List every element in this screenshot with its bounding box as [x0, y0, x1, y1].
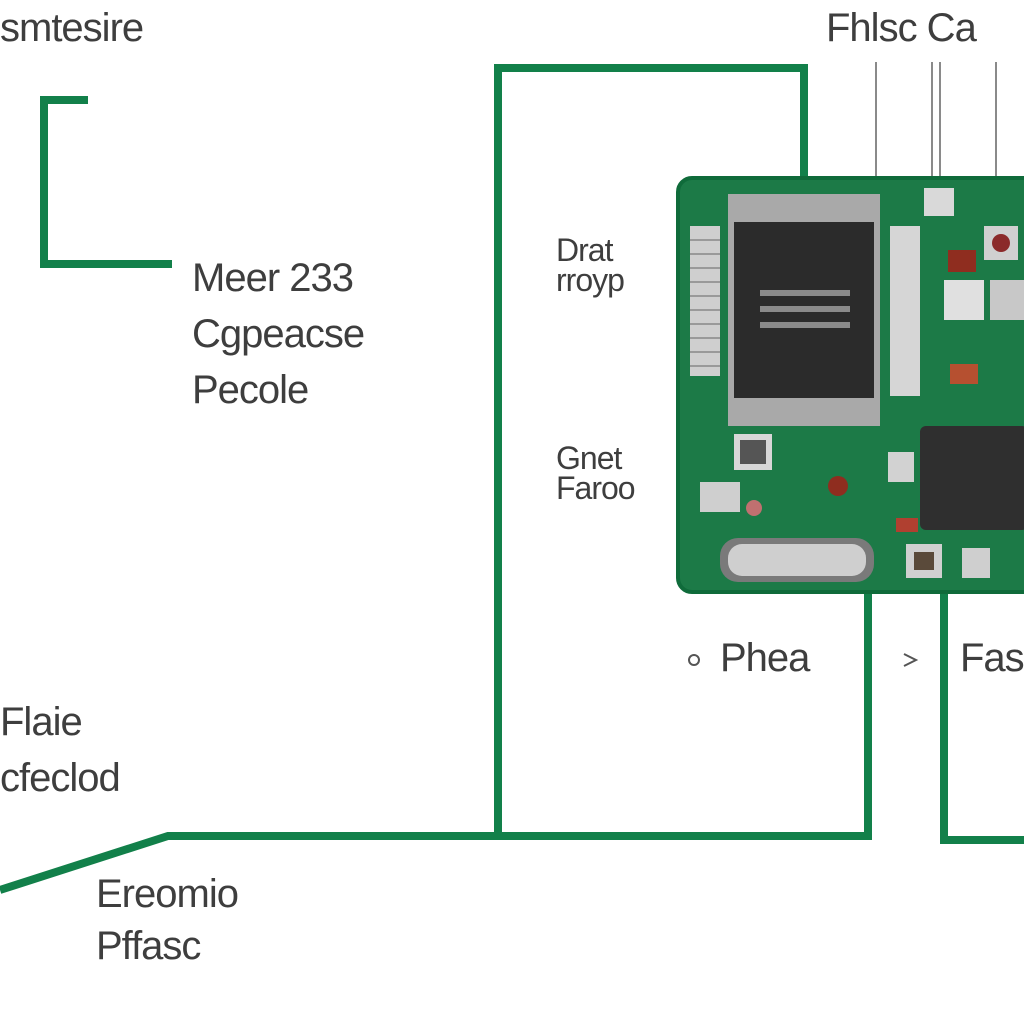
label-center-lower-2: Faroo [556, 470, 636, 506]
label-mid-left-1: Meer 233 [192, 256, 354, 300]
top-connector [924, 188, 954, 216]
loop-wire-right [940, 590, 1024, 844]
circuit-board [676, 176, 1024, 594]
label-bottom-left-2: Pffasc [96, 924, 201, 968]
loop-wire-bottom [498, 590, 872, 840]
wire-network [0, 64, 1024, 894]
label-top-left: smtesire [0, 6, 144, 50]
label-center-upper-1: Drat [556, 232, 613, 268]
label-mid-left-2: Cgpeacse [192, 312, 365, 356]
loop-wire-left [494, 64, 808, 836]
label-top-right: Fhlsc Ca [826, 6, 977, 50]
pin-header-left [690, 226, 720, 376]
label-bottom-left-1: Ereomio [96, 872, 239, 916]
label-bottom-center: Phea [720, 636, 810, 680]
jumper-block [944, 280, 984, 320]
bullet-marker [688, 654, 700, 666]
feed-wire [0, 832, 498, 894]
label-lower-left-2: cfeclod [0, 756, 121, 800]
label-center-upper-2: rroyp [556, 262, 625, 298]
bracket-wire [40, 96, 172, 268]
label-bottom-right: Fas [960, 636, 1024, 680]
label-mid-left-3: Pecole [192, 368, 309, 412]
label-lower-left-1: Flaie [0, 700, 83, 744]
dark-module [920, 426, 1024, 530]
red-indicator [948, 250, 976, 272]
lead-lines [875, 62, 997, 190]
arrow-marker [903, 653, 919, 667]
memory-strip [890, 226, 920, 396]
label-center-lower-1: Gnet [556, 440, 622, 476]
